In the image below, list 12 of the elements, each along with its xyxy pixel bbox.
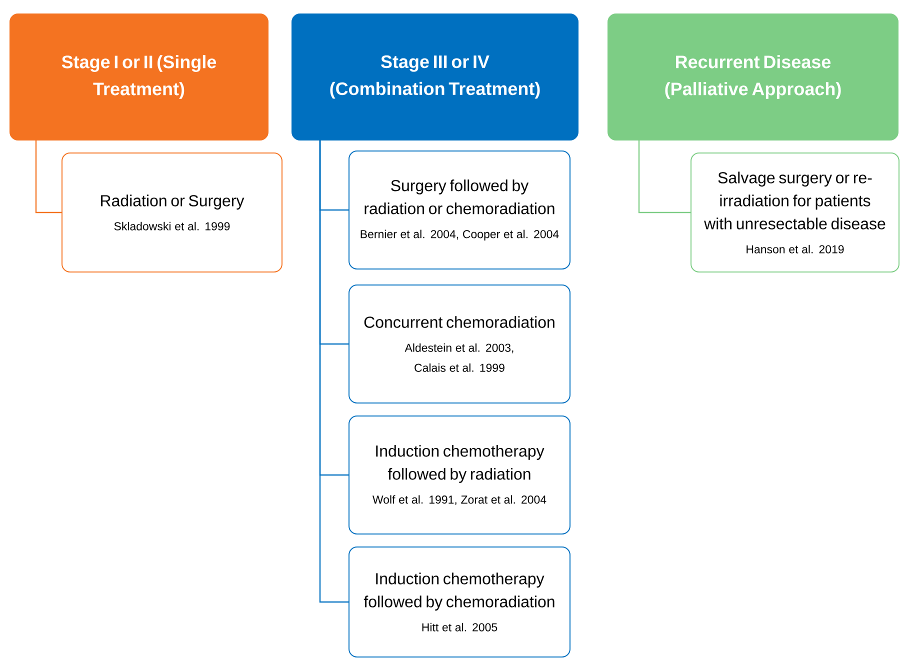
- treatment-box: Induction chemotherapy followed by radiation Wolf et al. 1991, Zorat et al. 2004: [348, 416, 570, 534]
- treatment-box: Salvage surgery or re-irradiation for patients with unresectable disease Hanson et al. 2019: [690, 152, 900, 272]
- connector-line: [319, 140, 348, 603]
- connector-line: [638, 140, 690, 214]
- category-header: Stage III or IV (Combination Treatment): [292, 14, 578, 140]
- treatment-box: Radiation or Surgery Skladowski et al. 1999: [62, 152, 282, 272]
- connector-line: [35, 140, 62, 214]
- category-header: Recurrent Disease (Palliative Approach): [608, 14, 898, 140]
- treatment-box: Concurrent chemoradiation Aldestein et al. 2003, Calais et al. 1999: [348, 284, 570, 404]
- treatment-box: Surgery followed by radiation or chemoradiation Bernier et al. 2004, Cooper et al. 2004: [348, 150, 570, 270]
- treatment-box: Induction chemotherapy followed by chemoradiation Hitt et al. 2005: [348, 546, 570, 658]
- category-header: Stage I or II (Single Treatment): [10, 14, 268, 140]
